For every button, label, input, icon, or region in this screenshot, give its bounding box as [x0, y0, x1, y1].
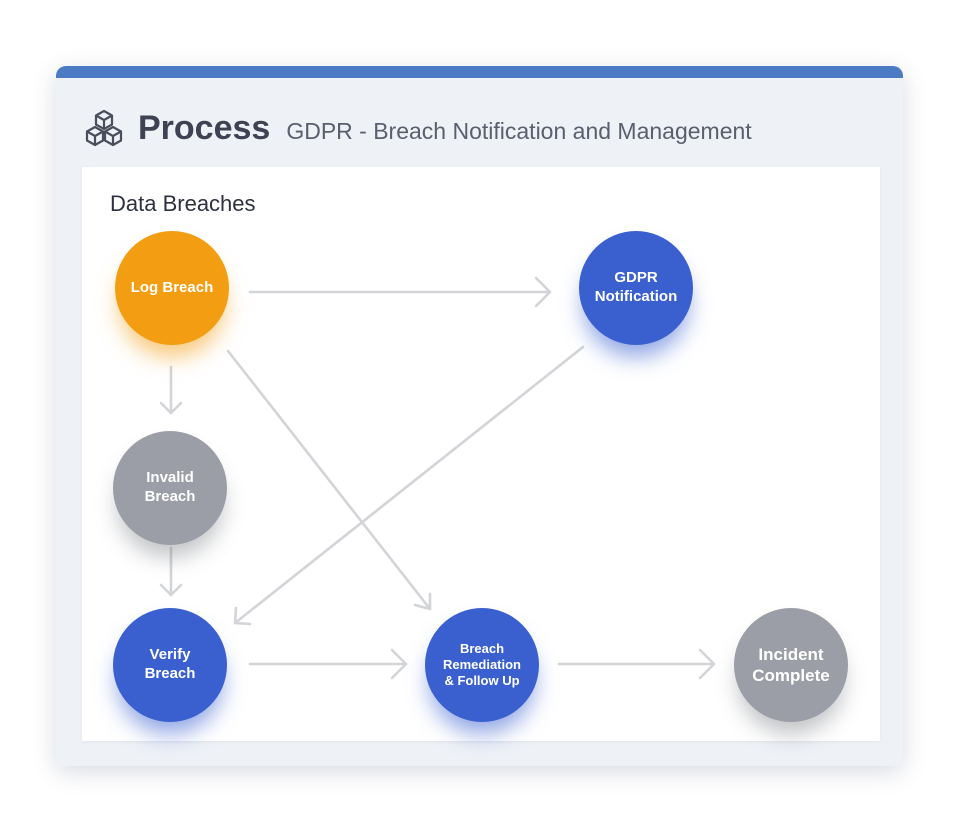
node-breach-remediation-label: Breach Remediation & Follow Up — [443, 641, 521, 690]
diagram-panel: Data Breaches — [82, 167, 880, 741]
cubes-icon — [85, 109, 123, 147]
node-gdpr-notification-label: GDPR Notification — [595, 269, 678, 307]
edge-invalid-to-verify — [159, 546, 183, 597]
node-verify-breach[interactable]: Verify Breach — [113, 608, 227, 722]
node-gdpr-notification-line2: Notification — [594, 288, 678, 305]
page-title: Process — [138, 108, 271, 147]
node-breach-remediation-line1: Breach — [459, 640, 505, 656]
flow-arrows — [159, 276, 716, 680]
edge-log-to-invalid — [159, 365, 183, 415]
node-invalid-breach[interactable]: Invalid Breach — [113, 431, 227, 545]
node-verify-breach-label: Verify Breach — [145, 646, 196, 684]
node-gdpr-notification[interactable]: GDPR Notification — [579, 231, 693, 345]
node-log-breach-label: Log Breach — [130, 278, 214, 296]
node-log-breach[interactable]: Log Breach — [115, 231, 229, 345]
node-gdpr-notification-line1: GDPR — [614, 269, 658, 287]
node-invalid-breach-line2: Breach — [144, 488, 196, 505]
process-header: Process GDPR - Breach Notification and M… — [84, 104, 752, 152]
node-breach-remediation[interactable]: Breach Remediation & Follow Up — [425, 608, 539, 722]
node-invalid-breach-label: Invalid Breach — [145, 469, 196, 507]
node-incident-complete-line1: Incident — [758, 644, 824, 664]
card-accent-bar — [56, 66, 903, 78]
node-breach-remediation-line2: Remediation — [442, 656, 521, 672]
panel-title: Data Breaches — [110, 191, 256, 216]
edge-verify-to-remediation — [248, 648, 408, 680]
node-breach-remediation-line3: & Follow Up — [444, 673, 520, 689]
node-verify-breach-line1: Verify — [149, 646, 191, 664]
node-incident-complete[interactable]: Incident Complete — [734, 608, 848, 722]
edge-log-to-gdpr — [248, 276, 552, 308]
edge-log-to-remediation — [226, 349, 432, 611]
edge-remediation-to-complete — [557, 648, 716, 680]
node-incident-complete-label: Incident Complete — [752, 644, 829, 687]
page-subtitle: GDPR - Breach Notification and Managemen… — [286, 117, 752, 144]
node-verify-breach-line2: Breach — [144, 665, 196, 682]
edge-gdpr-to-verify — [233, 345, 585, 626]
process-card: Process GDPR - Breach Notification and M… — [56, 66, 903, 766]
node-incident-complete-line2: Complete — [752, 666, 830, 685]
node-invalid-breach-line1: Invalid — [146, 469, 194, 487]
